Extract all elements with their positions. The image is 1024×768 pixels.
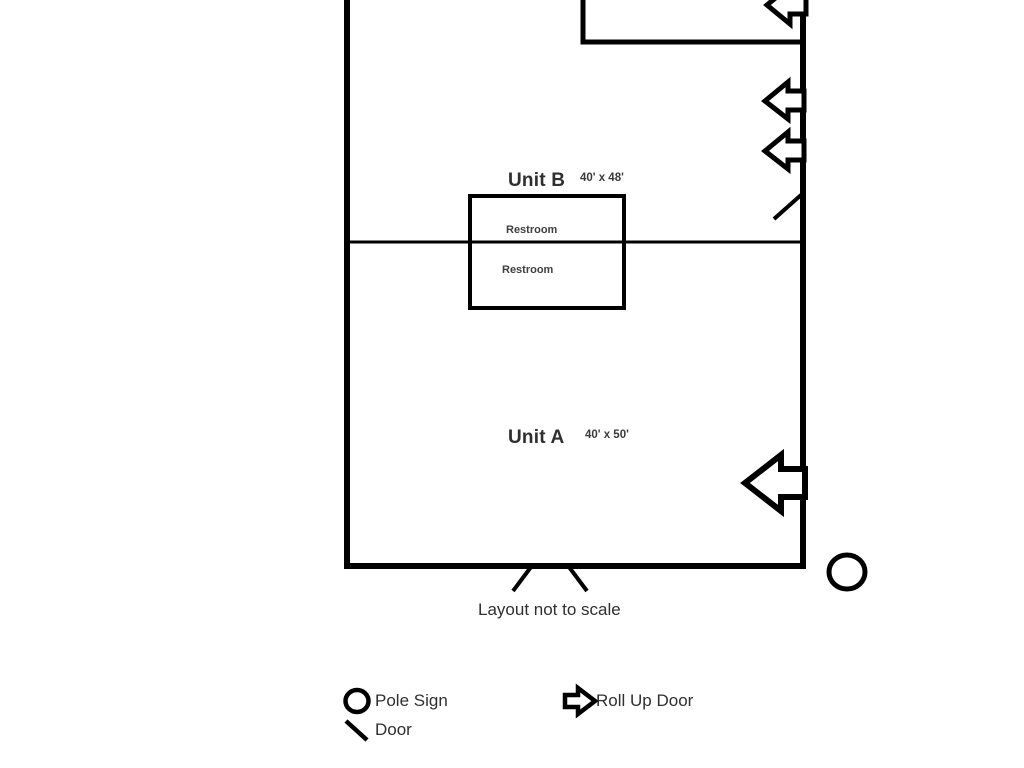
- legend-door-icon: [344, 719, 369, 742]
- unit-a-dimensions: 40' x 50': [585, 429, 629, 441]
- legend-roll-up-door-icon: [562, 683, 599, 719]
- door-icon-unit-a-bottom-right: [567, 565, 589, 593]
- legend-pole-sign-icon: [343, 687, 371, 715]
- top-room-outline: [580, 0, 806, 45]
- roll-up-door-icon-unit-b-upper: [761, 76, 807, 125]
- unit-a-name: Unit A: [508, 427, 565, 448]
- unit-b-dimensions: 40' x 48': [580, 172, 624, 184]
- legend-label-pole-sign: Pole Sign: [375, 691, 448, 710]
- scale-note: Layout not to scale: [478, 600, 621, 619]
- roll-up-door-icon-top-room: [763, 0, 809, 30]
- unit-b-name: Unit B: [508, 170, 566, 191]
- restroom-block-outline: [468, 194, 626, 310]
- roll-up-door-icon-unit-b-lower: [761, 126, 807, 175]
- restroom-label-upper: Restroom: [506, 224, 558, 236]
- door-icon-unit-b-right: [772, 193, 803, 221]
- legend-label-roll-up-door: Roll Up Door: [596, 691, 694, 710]
- door-icon-unit-a-bottom-left: [511, 565, 533, 593]
- restroom-label-lower: Restroom: [502, 264, 554, 276]
- roll-up-door-icon-unit-a: [740, 448, 808, 518]
- pole-sign-icon: [826, 552, 868, 592]
- legend-label-door: Door: [375, 720, 412, 739]
